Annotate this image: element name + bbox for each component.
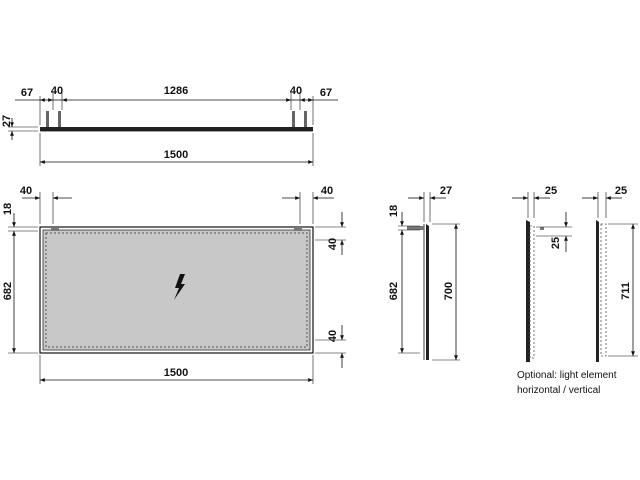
dim-front-height: 682 (2, 282, 14, 300)
top-view-mirror-edge (40, 127, 313, 131)
dim-front-right-margin: 40 (321, 185, 333, 197)
dim-top-total-width: 1500 (164, 149, 188, 161)
dim-side-top: 18 (388, 205, 400, 217)
light-side-strip (529, 225, 535, 359)
dim-front-top-margin: 18 (2, 203, 14, 215)
front-view-light-strip (45, 232, 308, 348)
light-side-view: 25 25 (512, 185, 572, 362)
dim-side-depth: 27 (440, 185, 452, 197)
top-view-bracket-left (46, 111, 61, 127)
note-line-2: horizontal / vertical (517, 385, 600, 396)
side-view: 27 18 682 700 (388, 185, 460, 361)
dim-front-right-top: 40 (327, 238, 339, 250)
top-view-bracket-right (292, 111, 307, 127)
light-front-view: 25 711 (582, 185, 638, 362)
front-view-mirror-surface (42, 229, 311, 351)
note-line-1: Optional: light element (517, 370, 617, 381)
dim-side-height-inner: 682 (388, 282, 400, 300)
front-view-bracket-left (51, 227, 59, 231)
front-view-bracket-right (294, 227, 302, 231)
dim-top-span: 1286 (164, 85, 188, 97)
dim-top-left-offset: 67 (21, 87, 33, 99)
dim-light-side-depth: 25 (545, 185, 557, 197)
dim-front-right-bottom: 40 (327, 330, 339, 342)
side-view-bracket (407, 226, 424, 230)
dim-top-right-gap: 40 (290, 85, 302, 97)
optional-light-note: Optional: light element horizontal / ver… (517, 370, 617, 396)
dim-light-side-offset: 25 (550, 237, 562, 249)
front-view: 40 40 18 682 40 40 1500 (2, 185, 346, 384)
dim-light-front-depth: 25 (615, 185, 627, 197)
dim-front-width: 1500 (164, 367, 188, 379)
dim-front-left-margin: 40 (20, 185, 32, 197)
light-front-strip (600, 223, 607, 357)
dim-top-right-offset: 67 (320, 87, 332, 99)
top-view: 67 40 1286 40 67 27 1500 (1, 85, 338, 166)
lightning-bolt-icon (174, 274, 185, 300)
light-side-mirror (526, 220, 530, 362)
dim-top-thickness: 27 (1, 115, 13, 127)
side-view-mirror (426, 224, 429, 360)
light-front-mirror (596, 220, 599, 362)
dim-top-left-gap: 40 (51, 85, 63, 97)
dim-side-height-total: 700 (443, 282, 455, 300)
dim-light-front-height: 711 (620, 282, 632, 300)
